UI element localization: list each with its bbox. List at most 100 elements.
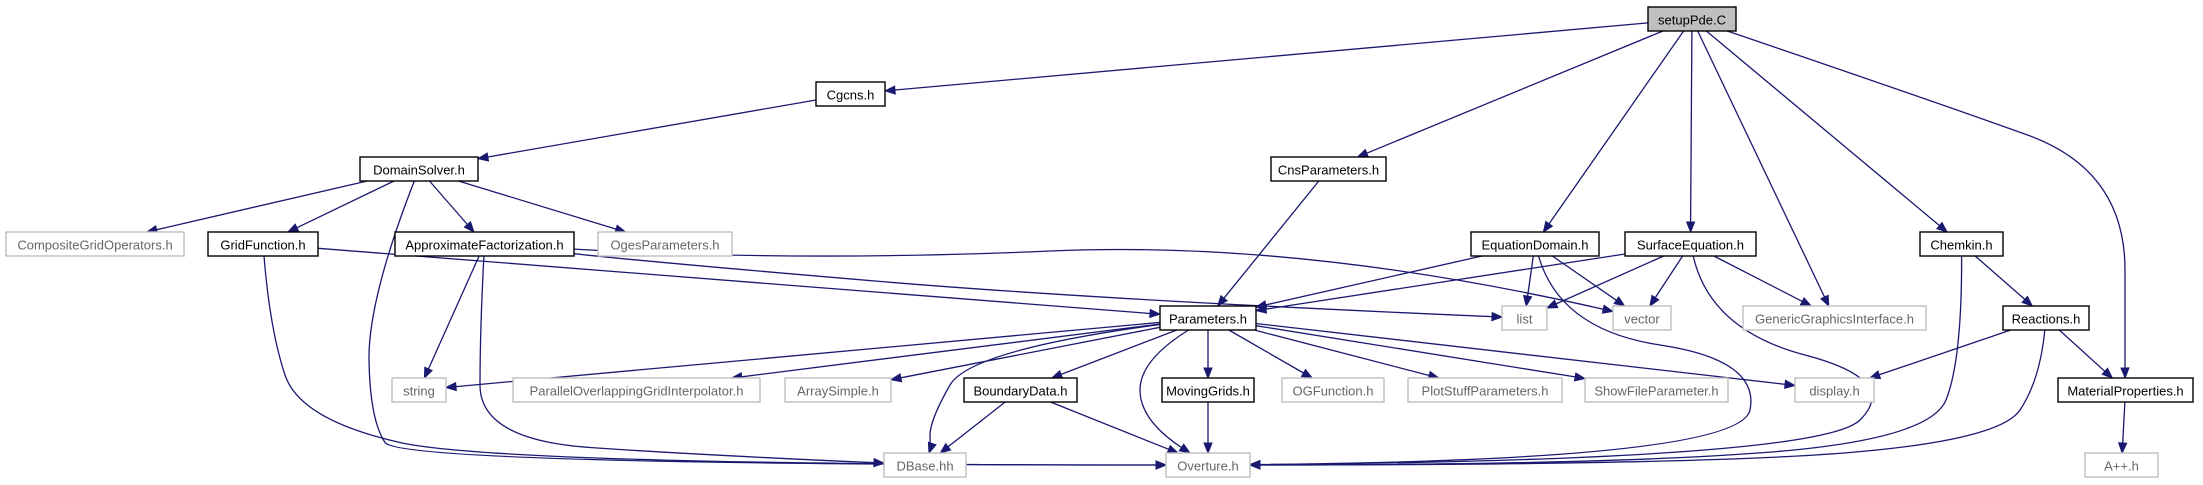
node-PlotStuffParameters: PlotStuffParameters.h [1407, 377, 1563, 403]
nodes-layer: setupPde.C Cgcns.hDomainSolver.hComposite… [5, 6, 2194, 478]
node-label: EquationDomain.h [1482, 238, 1589, 253]
edge-Chemkin-to-Reactions [1974, 255, 2034, 307]
edge-Parameters-to-ParallelOverlapping [730, 323, 1161, 382]
edge-SurfaceEquation-to-list [1545, 255, 1664, 309]
node-label: list [1517, 312, 1533, 327]
edge-line [1654, 255, 1684, 298]
edge-arrowhead [889, 373, 903, 383]
edge-arrowhead [1784, 379, 1797, 389]
node-display: display.h [1794, 377, 1875, 403]
node-box [1624, 231, 1757, 257]
node-box [394, 231, 575, 257]
edge-line [317, 247, 1151, 315]
node-label: OGFunction.h [1293, 384, 1374, 399]
edge-arrowhead [1155, 460, 1168, 470]
edge-Parameters-to-display [1255, 322, 1797, 389]
edge-line [1705, 30, 1940, 227]
node-string: string [391, 377, 447, 403]
edge-line [263, 255, 1157, 466]
node-EquationDomain[interactable]: EquationDomain.h [1470, 231, 1600, 257]
node-label: Overture.h [1177, 459, 1238, 474]
node-box [2002, 305, 2090, 331]
node-DBase: DBase.hh [883, 452, 967, 478]
edge-line [458, 180, 617, 230]
edge-arrowhead [423, 366, 433, 380]
node-ApproximateFactorization[interactable]: ApproximateFactorization.h [394, 231, 575, 257]
node-label: ArraySimple.h [797, 384, 879, 399]
edge-Parameters-to-MovingGrids [1203, 330, 1213, 380]
node-label: ShowFileParameter.h [1594, 384, 1718, 399]
edge-Parameters-to-OGFunction [1228, 329, 1314, 379]
node-box [2084, 452, 2159, 478]
edge-line [429, 180, 468, 225]
edge-arrowhead [1248, 460, 1261, 470]
node-CompositeGridOperators: CompositeGridOperators.h [5, 231, 185, 257]
node-box [963, 377, 1078, 403]
edge-line [1255, 322, 1786, 385]
edge-BoundaryData-to-Overture [1050, 401, 1180, 454]
node-MovingGrids[interactable]: MovingGrids.h [1161, 377, 1255, 403]
edge-Cgcns-to-DomainSolver [476, 99, 817, 162]
node-MaterialProperties[interactable]: MaterialProperties.h [2057, 377, 2194, 403]
node-setupPde[interactable]: setupPde.C [1647, 6, 1737, 32]
edge-EquationDomain-to-Parameters [1254, 255, 1483, 310]
node-SurfaceEquation[interactable]: SurfaceEquation.h [1624, 231, 1757, 257]
edge-line [1050, 401, 1169, 450]
node-DomainSolver[interactable]: DomainSolver.h [359, 156, 479, 182]
edge-BoundaryData-to-DBase [939, 401, 1006, 454]
edge-line [1259, 255, 1873, 466]
edge-line [900, 326, 1161, 379]
edge-line [1265, 255, 1483, 306]
node-box [597, 231, 733, 257]
edge-line [1526, 255, 1534, 297]
node-vector: vector [1612, 305, 1672, 331]
edge-line [455, 321, 1161, 388]
edge-line [947, 401, 1006, 448]
node-Reactions[interactable]: Reactions.h [2002, 305, 2090, 331]
node-GridFunction[interactable]: GridFunction.h [207, 231, 319, 257]
node-label: ApproximateFactorization.h [405, 238, 563, 253]
edge-arrowhead [1166, 444, 1180, 454]
node-ArraySimple: ArraySimple.h [784, 377, 892, 403]
edge-arrowhead [1149, 308, 1162, 319]
node-CnsParameters[interactable]: CnsParameters.h [1270, 156, 1387, 182]
node-BoundaryData[interactable]: BoundaryData.h [963, 377, 1078, 403]
edge-arrowhead [1178, 443, 1192, 454]
edge-ApproximateFactorization-to-string [423, 255, 480, 380]
node-label: Reactions.h [2012, 312, 2081, 327]
edge-line [1555, 255, 1664, 305]
node-label: vector [1624, 312, 1660, 327]
node-box [1919, 231, 2004, 257]
edge-arrowhead [873, 457, 886, 468]
edge-SurfaceEquation-to-Parameters [1254, 253, 1626, 314]
edge-arrowhead [286, 223, 300, 233]
edge-line [1552, 255, 1617, 301]
edge-line [1254, 329, 1430, 377]
edge-arrowhead [1050, 369, 1064, 379]
edge-line [1060, 329, 1178, 376]
node-box [815, 81, 886, 107]
edge-CnsParameters-to-Parameters [1216, 180, 1320, 308]
edge-Parameters-to-PlotStuffParameters [1254, 329, 1441, 380]
node-box [1501, 305, 1548, 331]
edge-Parameters-to-DBase [927, 323, 1161, 455]
node-Parameters[interactable]: Parameters.h [1159, 305, 1257, 331]
edge-DomainSolver-to-GridFunction [286, 180, 395, 233]
edge-Reactions-to-Overture [1248, 329, 2046, 470]
edge-MovingGrids-to-Overture [1203, 402, 1213, 455]
node-box [1584, 377, 1729, 403]
node-box [1794, 377, 1875, 403]
node-Cgcns[interactable]: Cgcns.h [815, 81, 886, 107]
node-box [207, 231, 319, 257]
edge-line [1727, 30, 2126, 369]
node-label: PlotStuffParameters.h [1422, 384, 1549, 399]
node-label: Cgcns.h [827, 88, 875, 103]
node-box [2057, 377, 2194, 403]
edge-line [1713, 255, 1803, 302]
node-box [512, 377, 761, 403]
edge-setupPde-to-MaterialProperties [1727, 30, 2130, 380]
edge-SurfaceEquation-to-GenericGraphicsInterface [1713, 255, 1813, 307]
edge-DomainSolver-to-ApproximateFactorization [429, 180, 475, 234]
node-Chemkin[interactable]: Chemkin.h [1919, 231, 2004, 257]
node-label: ParallelOverlappingGridInterpolator.h [530, 384, 744, 399]
